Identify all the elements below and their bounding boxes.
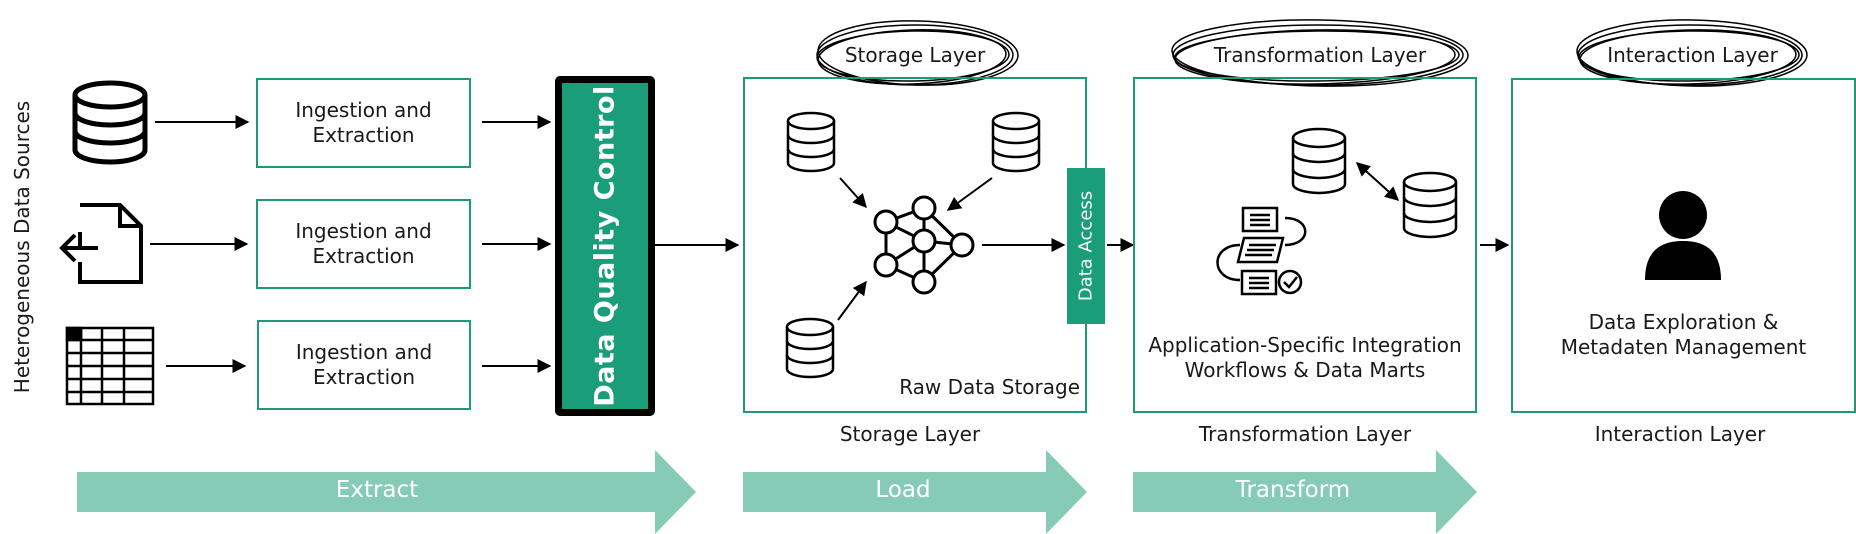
ingestion-box-2-label: Ingestion and Extraction — [256, 199, 471, 289]
person-icon — [1645, 191, 1721, 280]
transform-phase-arrow — [1133, 450, 1477, 534]
ingestion-box-3 — [257, 320, 471, 410]
ingestion-box-1-line2: Extraction — [312, 123, 415, 147]
ingestion-box-2-line2: Extraction — [312, 244, 415, 268]
data-access-label: Data Access — [1075, 190, 1097, 302]
interaction-layer-header: Interaction Layer — [1607, 43, 1778, 67]
ingestion-box-1-line1: Ingestion and — [295, 98, 432, 122]
transformation-layer-footer: Transformation Layer — [1198, 422, 1412, 446]
data-quality-control-block — [555, 76, 655, 416]
transformation-layer-box — [1133, 77, 1477, 413]
extract-phase-label: Extract — [335, 477, 419, 503]
interaction-layer-box — [1511, 78, 1856, 413]
ingestion-box-1-label: Ingestion and Extraction — [256, 78, 471, 168]
transform-phase-label: Transform — [1235, 477, 1351, 503]
ingestion-box-1 — [256, 78, 471, 168]
data-access-block — [1067, 168, 1105, 324]
storage-layer-header: Storage Layer — [844, 43, 986, 67]
transformation-line2: Workflows & Data Marts — [1184, 358, 1426, 382]
interaction-line1: Data Exploration & — [1588, 310, 1779, 334]
load-phase-label: Load — [875, 477, 931, 503]
ingestion-box-2 — [256, 199, 471, 289]
storage-db-icons — [785, 111, 1458, 379]
data-quality-control-label: Data Quality Control — [589, 85, 621, 407]
interaction-description: Data Exploration & Metadaten Management — [1511, 307, 1856, 363]
sources-side-label: Heterogeneous Data Sources — [10, 100, 34, 394]
bidirectional-arrow — [1355, 162, 1400, 201]
network-icon — [873, 195, 975, 295]
flow-arrows — [150, 115, 1510, 373]
file-export-icon — [59, 203, 143, 284]
interaction-line2: Metadaten Management — [1560, 335, 1807, 359]
workflow-icon — [1216, 206, 1307, 296]
ingestion-box-3-line2: Extraction — [312, 365, 416, 389]
transformation-line1: Application-Specific Integration — [1148, 333, 1462, 357]
storage-layer-footer: Storage Layer — [839, 422, 981, 446]
ingestion-box-3-line1: Ingestion and — [295, 340, 433, 364]
storage-layer-box — [743, 77, 1087, 413]
load-phase-arrow — [743, 450, 1087, 534]
transformation-description: Application-Specific Integration Workflo… — [1133, 330, 1477, 386]
transformation-layer-header: Transformation Layer — [1213, 43, 1427, 67]
ingestion-box-2-line1: Ingestion and — [295, 219, 432, 243]
spreadsheet-icon — [65, 326, 155, 406]
interaction-layer-footer: Interaction Layer — [1594, 422, 1766, 446]
database-icon — [72, 80, 148, 165]
raw-data-storage-label: Raw Data Storage — [899, 375, 1080, 399]
ingestion-box-3-label: Ingestion and Extraction — [257, 320, 471, 410]
extract-phase-arrow — [77, 450, 696, 534]
scribble-circles — [816, 19, 1808, 87]
